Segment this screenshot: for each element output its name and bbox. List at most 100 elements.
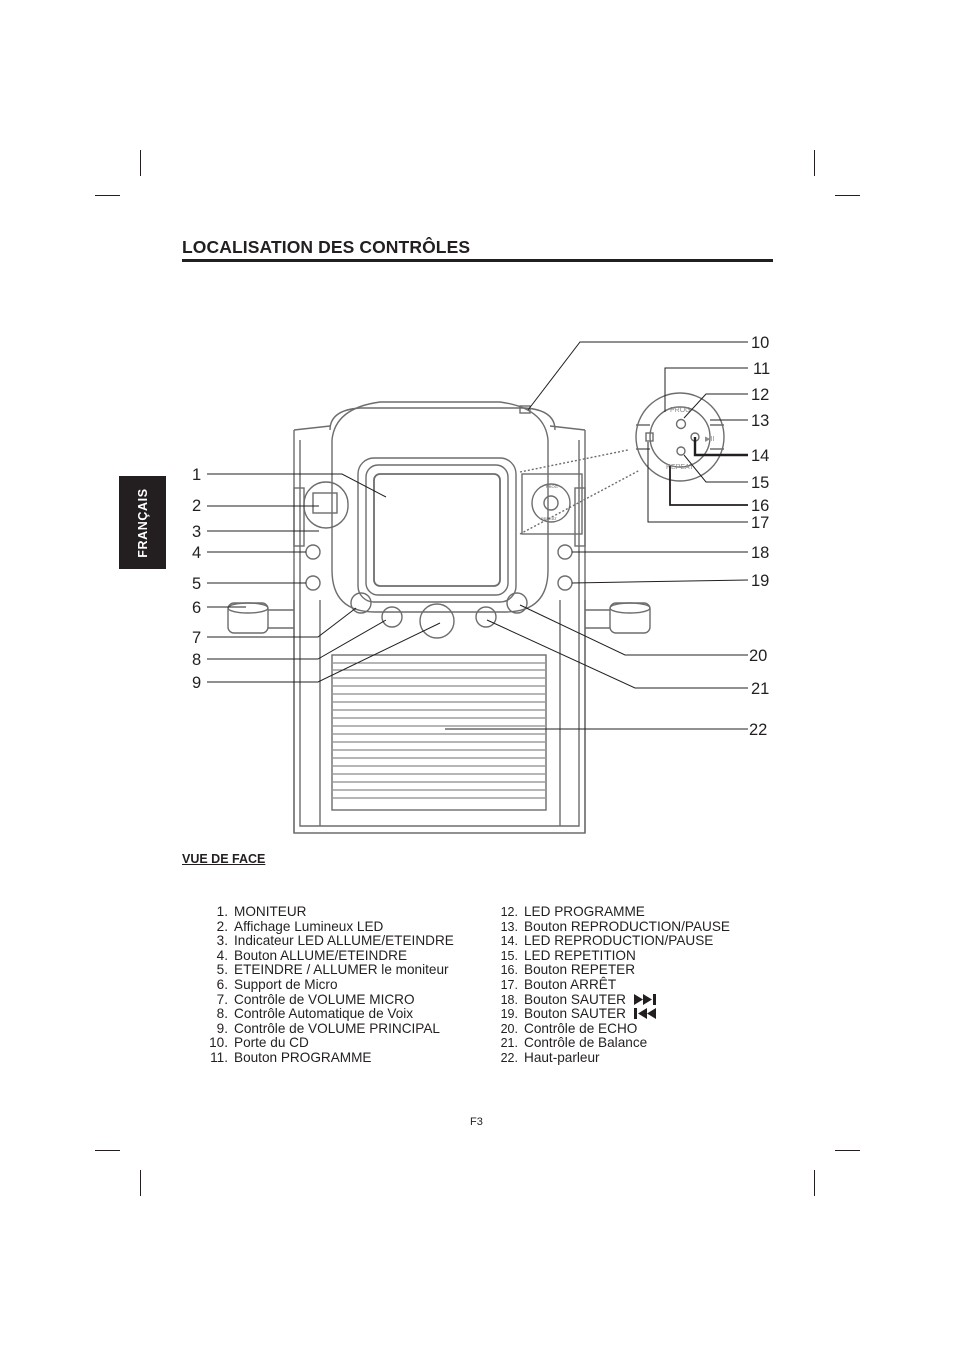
- crop-mark: [835, 1150, 860, 1151]
- legend-number: 14.: [500, 934, 518, 949]
- callout-9: 9: [192, 674, 201, 692]
- legend-item: 18.Bouton SAUTER: [490, 992, 730, 1008]
- legend-number: 11.: [210, 1049, 228, 1065]
- crop-mark: [95, 195, 120, 196]
- legend-text: Bouton ARRÊT: [524, 976, 617, 992]
- callout-15: 15: [751, 474, 769, 492]
- legend-item: 20. Contrôle de ECHO: [490, 1020, 730, 1037]
- legend-text: ETEINDRE / ALLUMER le moniteur: [234, 962, 449, 978]
- legend-number: 4.: [216, 947, 228, 963]
- legend-text: Support de Micro: [234, 976, 338, 992]
- legend-item: 22.Haut-parleur: [490, 1050, 730, 1066]
- legend-item: 3. Indicateur LED ALLUME/ETEINDRE: [200, 933, 454, 949]
- legend-number: 12.: [500, 905, 518, 919]
- legend-number: 15.: [500, 948, 518, 963]
- callout-6: 6: [192, 599, 201, 617]
- prog-button-label: PROG: [670, 407, 691, 414]
- legend-text: Contrôle de VOLUME MICRO: [234, 991, 415, 1007]
- crop-mark: [140, 1170, 141, 1196]
- callout-22: 22: [749, 721, 767, 739]
- karaoke-machine-illustration: [227, 401, 651, 834]
- callout-11: 11: [753, 360, 770, 378]
- callout-7: 7: [192, 629, 201, 647]
- legend-number: 7.: [216, 991, 228, 1007]
- crop-mark: [95, 1150, 120, 1151]
- legend-text: Contrôle Automatique de Voix: [234, 1006, 414, 1022]
- legend-item: 8. Contrôle Automatique de Voix: [200, 1006, 454, 1022]
- legend-number: 19.: [500, 1007, 518, 1022]
- legend-text: Porte du CD: [234, 1035, 309, 1051]
- legend-item: 6. Support de Micro: [200, 976, 454, 993]
- legend-text: MONITEUR: [234, 904, 307, 919]
- callout-17: 17: [751, 514, 769, 532]
- legend-text: Bouton ALLUME/ETEINDRE: [234, 947, 408, 963]
- legend-item: 10. Porte du CD: [200, 1036, 454, 1051]
- legend-item: 1. MONITEUR: [200, 904, 454, 920]
- legend-number: 18.: [500, 992, 518, 1007]
- callout-3: 3: [192, 523, 201, 541]
- callout-16: 16: [751, 497, 769, 515]
- legend-item: 16.Bouton REPETER: [490, 963, 730, 978]
- legend-item: 15. LED REPETITION: [490, 947, 730, 964]
- callout-19: 19: [751, 572, 769, 590]
- view-title: VUE DE FACE: [182, 852, 266, 866]
- small-panel-repeat-label: REPEAT: [541, 516, 557, 521]
- legend-item: 19.Bouton SAUTER: [490, 1006, 730, 1022]
- play-pause-symbol: ▶II: [705, 436, 714, 443]
- legend-number: 1.: [216, 904, 228, 919]
- legend-number: 5.: [216, 962, 228, 978]
- legend-text: Affichage Lumineux LED: [234, 918, 384, 934]
- legend-item: 7. Contrôle de VOLUME MICRO: [200, 991, 454, 1008]
- legend-number: 9.: [216, 1020, 228, 1036]
- crop-mark: [835, 195, 860, 196]
- legend-text: Contrôle de ECHO: [524, 1020, 638, 1036]
- legend-item: 13.Bouton REPRODUCTION/PAUSE: [490, 919, 730, 935]
- legend-number: 3.: [216, 933, 228, 949]
- legend-text: LED PROGRAMME: [524, 904, 645, 919]
- legend-item: 5. ETEINDRE / ALLUMER le moniteur: [200, 963, 454, 978]
- legend-list-right: 12. LED PROGRAMME 13.Bouton REPRODUCTION/…: [490, 904, 730, 1066]
- small-panel-prog-label: PROG: [546, 484, 558, 489]
- crop-mark: [814, 150, 815, 176]
- legend-item: 9. Contrôle de VOLUME PRINCIPAL: [200, 1020, 454, 1037]
- legend-number: 21.: [500, 1036, 518, 1051]
- legend-number: 10.: [209, 1035, 228, 1051]
- legend-text: Contrôle de VOLUME PRINCIPAL: [234, 1020, 440, 1036]
- title-rule: [182, 259, 773, 262]
- callout-8: 8: [192, 651, 201, 669]
- control-panel-detail: [635, 392, 725, 482]
- legend-item: 12. LED PROGRAMME: [490, 904, 730, 920]
- callout-13: 13: [751, 412, 769, 430]
- legend-text: Bouton PROGRAMME: [234, 1049, 372, 1065]
- callout-21: 21: [751, 680, 769, 698]
- callout-leader-lines: [207, 341, 749, 730]
- section-title: LOCALISATION DES CONTRÔLES: [182, 237, 471, 257]
- callout-2: 2: [192, 497, 201, 515]
- repeat-button-label: REPEAT: [666, 464, 694, 471]
- legend-item: 17. Bouton ARRÊT: [490, 976, 730, 993]
- legend-text: Indicateur LED ALLUME/ETEINDRE: [234, 933, 454, 949]
- page-number: F3: [470, 1116, 483, 1128]
- callout-10: 10: [751, 334, 769, 352]
- legend-number: 6.: [216, 976, 228, 992]
- legend-item: 21.Contrôle de Balance: [490, 1036, 730, 1051]
- callout-5: 5: [192, 575, 201, 593]
- legend-number: 8.: [216, 1006, 228, 1022]
- legend-list-left: 1.MONITEUR 2.Affichage Lumineux LED 3.In…: [200, 904, 454, 1066]
- callout-18: 18: [751, 544, 769, 562]
- crop-mark: [140, 150, 141, 176]
- skip-forward-icon: [633, 993, 656, 1005]
- legend-text: LED REPRODUCTION/PAUSE: [524, 933, 714, 949]
- legend-item: 4. Bouton ALLUME/ETEINDRE: [200, 947, 454, 964]
- callout-4: 4: [192, 544, 201, 562]
- legend-number: 20.: [500, 1021, 518, 1036]
- callout-14: 14: [751, 447, 769, 465]
- legend-number: 22.: [500, 1050, 518, 1065]
- skip-back-icon: [633, 1008, 656, 1020]
- language-tab: FRANÇAIS: [119, 476, 166, 569]
- legend-text: LED REPETITION: [524, 947, 636, 963]
- legend-number: 17.: [500, 977, 518, 992]
- callout-1: 1: [192, 466, 201, 484]
- crop-mark: [814, 1170, 815, 1196]
